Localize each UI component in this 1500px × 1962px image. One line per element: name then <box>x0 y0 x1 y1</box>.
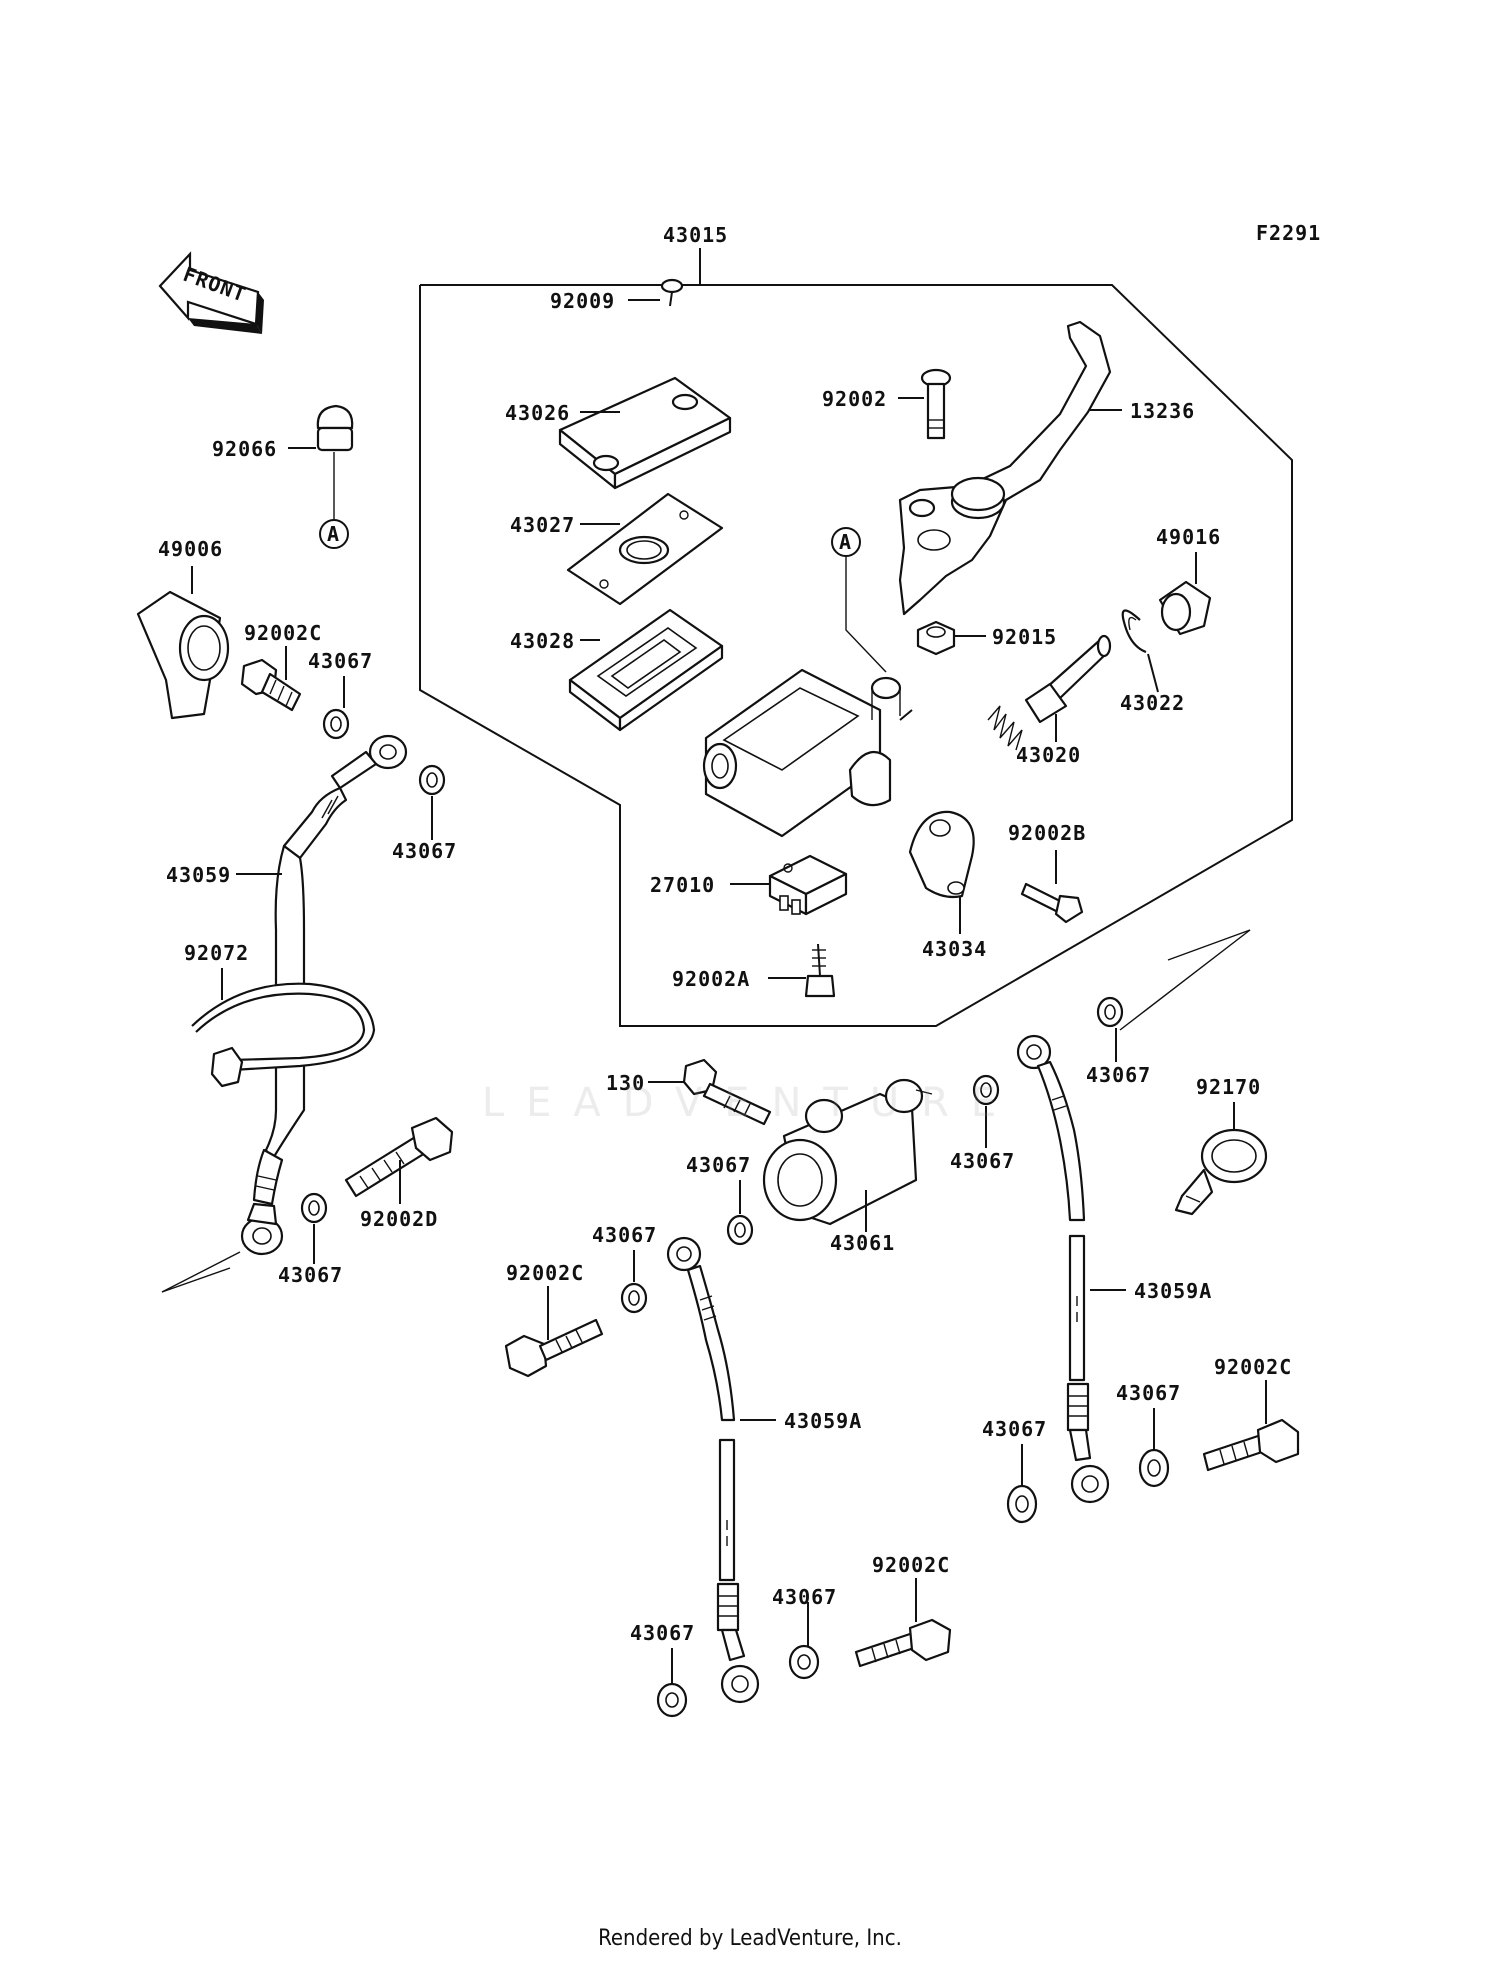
label-49016: 49016 <box>1156 525 1221 549</box>
label-92002C-c: 92002C <box>872 1553 950 1577</box>
assembly-frame-43015: 43015 <box>419 223 1293 1027</box>
bolt-130: 130 <box>606 1058 772 1126</box>
diaphragm-plate-43027: 43027 <box>510 492 724 606</box>
diaphragm-43028: 43028 <box>510 608 724 732</box>
guide-line-right <box>1167 929 1251 961</box>
label-43067-i: 43067 <box>1086 1063 1151 1087</box>
piston-43020: 43020 <box>987 634 1112 767</box>
clamp-92170: 92170 <box>1174 1075 1268 1216</box>
label-43067-e: 43067 <box>686 1153 751 1177</box>
label-43022: 43022 <box>1120 691 1185 715</box>
label-49006: 49006 <box>158 537 223 561</box>
screw-92002A: 92002A <box>672 943 836 998</box>
label-43034: 43034 <box>922 937 987 961</box>
label-130: 130 <box>606 1071 645 1095</box>
washer-43067-k: 43067 <box>1116 1381 1181 1488</box>
washer-43067-a: 43067 <box>308 649 373 740</box>
label-43027: 43027 <box>510 513 575 537</box>
label-92002C-a: 92002C <box>244 621 322 645</box>
label-43015: 43015 <box>663 223 728 247</box>
label-92002D: 92002D <box>360 1207 438 1231</box>
washer-43067-c: 43067 <box>278 1192 343 1287</box>
reservoir-cap-43026: 43026 <box>505 376 732 490</box>
figure-code: F2291 <box>1256 221 1321 245</box>
label-43067-b: 43067 <box>392 839 457 863</box>
label-43028: 43028 <box>510 629 575 653</box>
washer-43067-d: 43067 <box>950 1074 1015 1173</box>
brake-hose-43059: 43059 <box>166 734 408 1256</box>
label-43067-c: 43067 <box>278 1263 343 1287</box>
washer-43067-j: 43067 <box>982 1417 1047 1524</box>
banjo-bolt-92002C-middle: 92002C <box>504 1261 604 1378</box>
washer-43067-b: 43067 <box>392 764 457 863</box>
label-92002C-b: 92002C <box>506 1261 584 1285</box>
brake-lever-13236: 13236 <box>898 320 1195 616</box>
boot-49006: 49006 <box>136 537 230 720</box>
label-92015: 92015 <box>992 625 1057 649</box>
circlip-43022: 43022 <box>1120 609 1185 715</box>
nut-92015: 92015 <box>916 620 1057 656</box>
label-92170: 92170 <box>1196 1075 1261 1099</box>
banjo-bolt-92002C-right: 92002C <box>1202 1355 1300 1472</box>
label-43067-g: 43067 <box>630 1621 695 1645</box>
washer-43067-i: 43067 <box>1086 996 1151 1087</box>
bolt-92002B: 92002B <box>1008 821 1086 924</box>
label-43067-d: 43067 <box>950 1149 1015 1173</box>
banjo-bolt-92002C-bottom: 92002C <box>854 1553 952 1668</box>
label-92002A: 92002A <box>672 967 750 991</box>
front-arrow: FRONT <box>158 251 264 334</box>
label-92009: 92009 <box>550 289 615 313</box>
label-92002C-d: 92002C <box>1214 1355 1292 1379</box>
callout-a-text: A <box>839 530 852 554</box>
label-92002B: 92002B <box>1008 821 1086 845</box>
cap-92066: 92066 A <box>212 404 354 549</box>
bolt-92002D: 92002D <box>344 1116 454 1231</box>
banjo-bolt-92002C-upper: 92002C <box>240 621 322 712</box>
washer-43067-h: 43067 <box>772 1585 837 1680</box>
clamp-band-92072: 92072 <box>184 941 376 1088</box>
pivot-bolt-92002: 92002 <box>822 368 952 440</box>
label-13236: 13236 <box>1130 399 1195 423</box>
label-43067-f: 43067 <box>592 1223 657 1247</box>
label-43067-k: 43067 <box>1116 1381 1181 1405</box>
callout-a-cylinder: A <box>831 527 887 673</box>
brake-hose-43059A-middle: 43059A <box>666 1236 862 1704</box>
label-92002: 92002 <box>822 387 887 411</box>
watermark: LEADVENTURE <box>481 1080 1019 1126</box>
screw-92009: 92009 <box>550 278 684 313</box>
footer-credit: Rendered by LeadVenture, Inc. <box>598 1926 902 1951</box>
label-43059: 43059 <box>166 863 231 887</box>
master-cylinder-body <box>702 668 913 838</box>
label-92072: 92072 <box>184 941 249 965</box>
guide-line-left <box>161 1251 241 1293</box>
label-43061: 43061 <box>830 1231 895 1255</box>
label-43059A-b: 43059A <box>1134 1279 1212 1303</box>
label-43067-h: 43067 <box>772 1585 837 1609</box>
washer-43067-f: 43067 <box>592 1223 657 1314</box>
label-27010: 27010 <box>650 873 715 897</box>
boot-49016: 49016 <box>1156 525 1221 636</box>
label-92066: 92066 <box>212 437 277 461</box>
label-43059A-a: 43059A <box>784 1409 862 1433</box>
label-43020: 43020 <box>1016 743 1081 767</box>
callout-a-cap: A <box>327 522 340 546</box>
switch-27010: 27010 <box>650 854 848 916</box>
washer-43067-e: 43067 <box>686 1153 754 1246</box>
clamp-43034: 43034 <box>908 810 987 961</box>
label-43067-j: 43067 <box>982 1417 1047 1441</box>
label-43067-a: 43067 <box>308 649 373 673</box>
label-43026: 43026 <box>505 401 570 425</box>
washer-43067-g: 43067 <box>630 1621 695 1718</box>
brake-hose-43059A-right: 43059A <box>1016 1034 1212 1504</box>
joint-43061: 43061 <box>762 1078 933 1255</box>
